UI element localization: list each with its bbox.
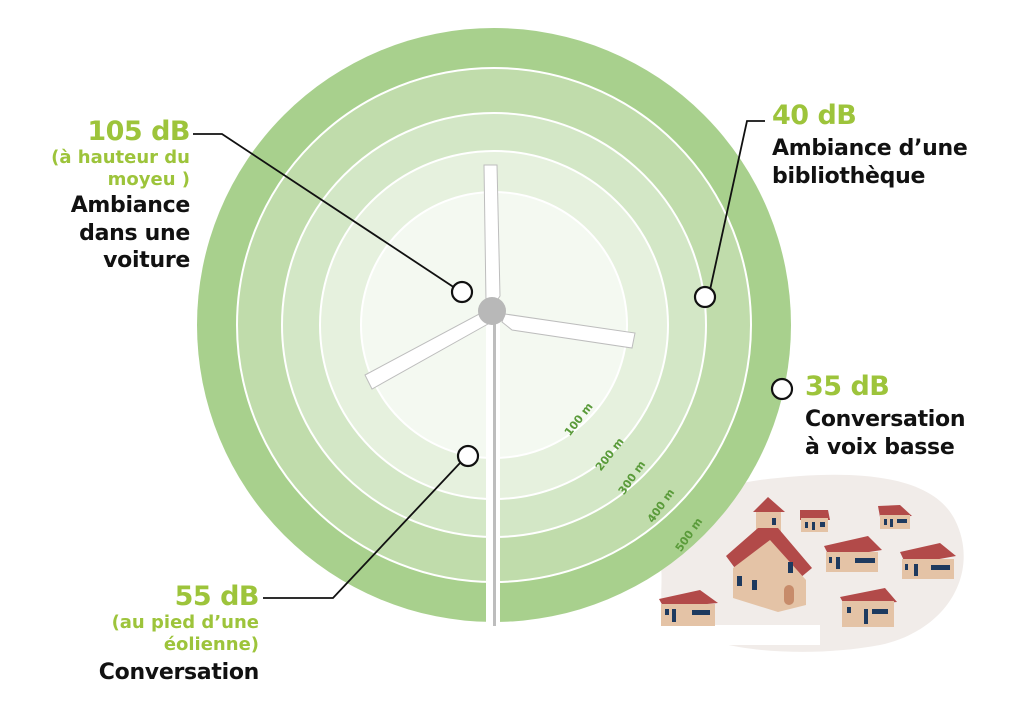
markers [450,280,794,468]
wind-turbine-icon [364,164,636,626]
marker-40db [693,285,717,309]
house-mid [824,536,882,572]
annotation-description: bibliothèque [772,163,926,189]
turbine-hub [478,297,506,325]
marker-105db [450,280,474,304]
annotation-description: à voix basse [805,434,955,460]
house-right [900,543,956,579]
annotation-description: Ambiance d’une [772,136,968,162]
blade-right [501,313,636,349]
annotation-note: éolienne) [163,633,259,655]
db-value: 40 dB [772,100,857,131]
marker-55db [456,444,480,468]
village-icon [659,497,956,627]
connector-40db [709,120,765,291]
annotation-description: dans une [79,220,190,246]
db-value: 55 dB [174,581,260,612]
marker-35db [770,377,794,401]
church [726,497,812,612]
house-bottom [840,588,897,627]
annotation-description: Conversation [805,407,966,433]
db-value: 35 dB [805,371,890,402]
connector-lines [193,120,765,599]
annotation-note: (à hauteur du [51,147,190,169]
house-left [659,590,718,626]
connector-105db [193,133,456,289]
blade-top [483,164,501,306]
annotation-library: 40 dB Ambiance d’une bibliothèque [772,100,968,190]
db-value: 105 dB [87,116,190,147]
annotation-hub: 105 dB (à hauteur du moyeu ) Ambiance da… [51,116,191,275]
annotation-note: (au pied d’une [111,612,259,634]
annotation-note: moyeu ) [107,168,190,190]
house-small-1 [800,510,830,532]
annotation-description: Ambiance [70,193,191,219]
annotation-description: Conversation [98,660,260,686]
annotation-foot: 55 dB (au pied d’une éolienne) Conversat… [98,581,260,687]
annotation-whisper: 35 dB Conversation à voix basse [805,371,966,461]
connector-55db [263,462,461,599]
house-small-2 [878,505,912,529]
annotation-description: voiture [103,248,190,274]
